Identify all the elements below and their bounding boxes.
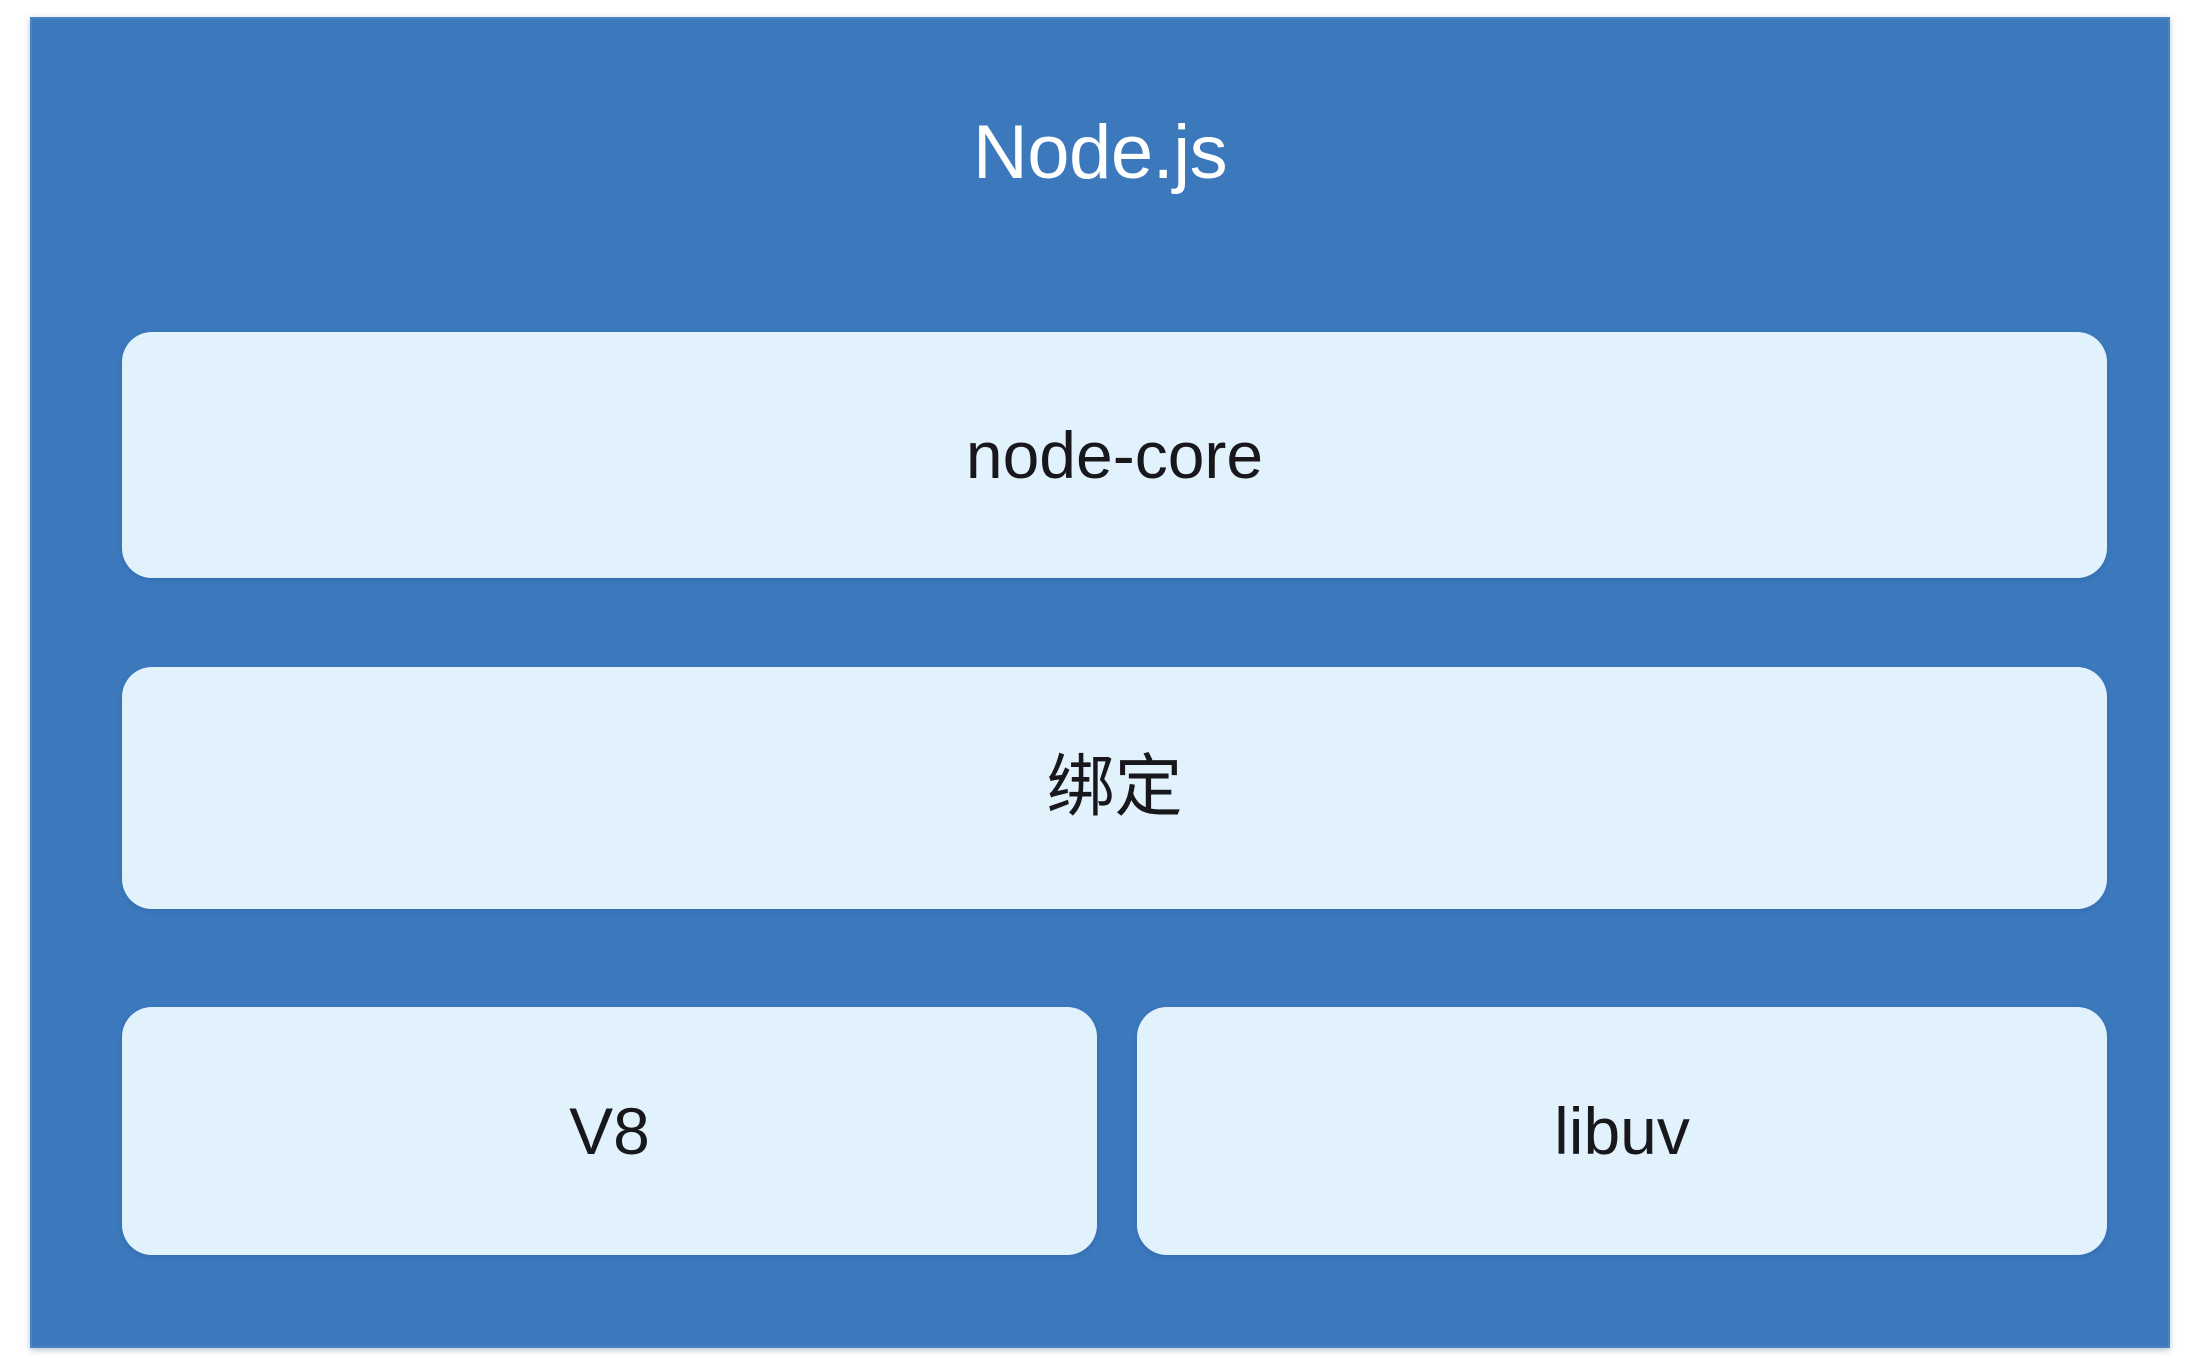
layer-label-v8: V8 xyxy=(569,1094,650,1168)
layer-label-bindings: 绑定 xyxy=(1046,748,1183,827)
layer-card-node-core: node-core xyxy=(122,332,2107,578)
layer-card-bindings: 绑定 xyxy=(122,667,2107,909)
layer-card-libuv: libuv xyxy=(1137,1007,2107,1255)
page-title: Node.js xyxy=(972,110,1228,195)
layer-label-libuv: libuv xyxy=(1554,1094,1690,1168)
layer-label-node-core: node-core xyxy=(965,418,1264,492)
nodejs-panel: Node.js node-core 绑定 V8 libuv xyxy=(30,17,2170,1348)
layer-card-v8: V8 xyxy=(122,1007,1097,1255)
